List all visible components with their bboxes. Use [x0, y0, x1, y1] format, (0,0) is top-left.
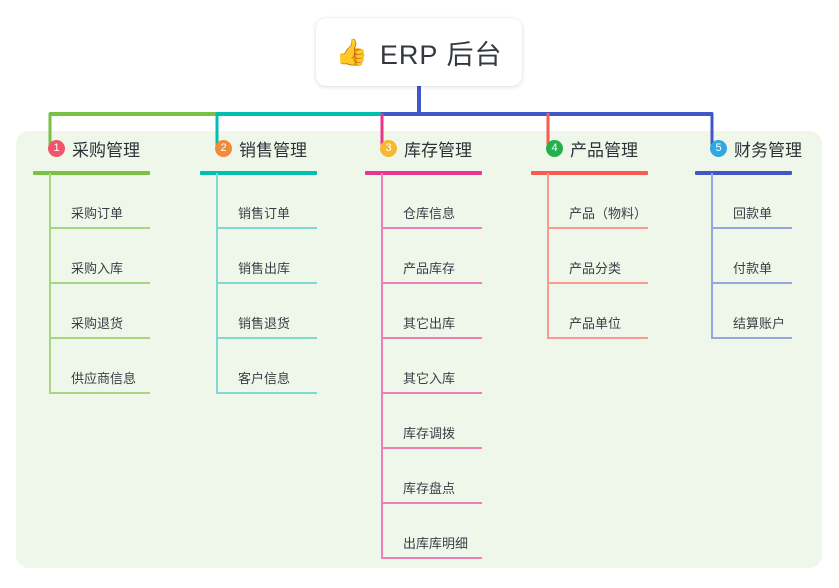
branch-spine-5: [711, 173, 713, 339]
branch-title-2: 销售管理: [239, 140, 307, 160]
thumbs-up-icon: 👍: [335, 37, 368, 67]
branch-leaf-line: [216, 337, 317, 339]
branch-leaf-line: [381, 227, 482, 229]
branch-leaf-line: [711, 282, 792, 284]
branch-leaf-label: 产品（物料）: [569, 206, 648, 221]
branches-background-panel: [16, 131, 822, 568]
branch-title-5: 财务管理: [734, 140, 802, 160]
branch-leaf-label: 库存盘点: [403, 481, 456, 496]
branch-leaf-label: 产品单位: [569, 316, 622, 331]
branch-header-3[interactable]: 3 库存管理: [362, 131, 512, 165]
branch-header-5[interactable]: 5 财务管理: [692, 131, 822, 165]
branch-leaf-line: [711, 227, 792, 229]
branch-leaf-label: 采购订单: [71, 206, 124, 221]
branch-column-5: 5 财务管理回款单付款单结算账户: [692, 131, 822, 339]
branch-column-2: 2 销售管理销售订单销售出库销售退货客户信息: [197, 131, 347, 394]
branch-leaf-line: [547, 282, 648, 284]
branch-leaf-label: 销售退货: [238, 316, 291, 331]
root-node-label: ERP 后台: [379, 39, 503, 70]
branch-leaf-label: 仓库信息: [403, 206, 456, 221]
branch-leaf-label: 回款单: [733, 206, 773, 221]
branch-leaf-label: 其它入库: [403, 371, 456, 386]
branch-underline-4: [531, 171, 648, 175]
branch-leaf-label: 产品分类: [569, 261, 622, 276]
branch-leaf-label: 销售出库: [238, 261, 291, 276]
branch-badge-1: 1: [48, 139, 65, 157]
branch-leaf-line: [49, 282, 150, 284]
branch-leaf-line: [216, 282, 317, 284]
branch-title-1: 采购管理: [72, 140, 140, 160]
branch-leaf-line: [381, 337, 482, 339]
branch-underline-1: [33, 171, 150, 175]
branch-column-1: 1 采购管理采购订单采购入库采购退货供应商信息: [30, 131, 180, 394]
branch-header-4[interactable]: 4 产品管理: [528, 131, 678, 165]
branch-underline-5: [695, 171, 792, 175]
branch-header-2[interactable]: 2 销售管理: [197, 131, 347, 165]
branch-leaf-label: 供应商信息: [71, 371, 137, 386]
branch-leaf-line: [381, 392, 482, 394]
branch-leaf-label: 结算账户: [733, 316, 786, 331]
branch-leaf-line: [49, 337, 150, 339]
branch-badge-2: 2: [215, 139, 232, 157]
branch-leaf-label: 客户信息: [238, 371, 291, 386]
branch-leaf-line: [547, 227, 648, 229]
branch-leaf-line: [381, 502, 482, 504]
branch-leaf-line: [381, 557, 482, 559]
branch-leaf-label: 出库库明细: [403, 536, 469, 551]
branch-header-1[interactable]: 1 采购管理: [30, 131, 180, 165]
branch-badge-5: 5: [710, 139, 727, 157]
branch-title-3: 库存管理: [404, 140, 472, 160]
branch-column-4: 4 产品管理产品（物料） 产品分类产品单位: [528, 131, 678, 339]
branch-leaf-label: 采购入库: [71, 261, 124, 276]
branch-leaf-line: [381, 447, 482, 449]
branch-leaf-line: [49, 227, 150, 229]
branch-leaf-label: 付款单: [733, 261, 773, 276]
branch-column-3: 3 库存管理仓库信息产品库存其它出库其它入库库存调拨库存盘点出库库明细: [362, 131, 512, 559]
branch-title-4: 产品管理: [570, 140, 638, 160]
branch-leaf-line: [381, 282, 482, 284]
branch-leaf-line: [711, 337, 792, 339]
branch-badge-3: 3: [380, 139, 397, 157]
branch-badge-4: 4: [546, 139, 563, 157]
branch-spine-3: [381, 173, 383, 559]
branch-underline-3: [365, 171, 482, 175]
root-node[interactable]: 👍 ERP 后台: [316, 18, 522, 86]
branch-leaf-line: [216, 392, 317, 394]
branch-leaf-line: [216, 227, 317, 229]
branch-leaf-line: [547, 337, 648, 339]
branch-leaf-label: 其它出库: [403, 316, 456, 331]
branch-underline-2: [200, 171, 317, 175]
branch-spine-4: [547, 173, 549, 339]
branch-leaf-label: 销售订单: [238, 206, 291, 221]
branch-leaf-label: 采购退货: [71, 316, 124, 331]
branch-leaf-label: 产品库存: [403, 261, 456, 276]
branch-leaf-label: 库存调拨: [403, 426, 456, 441]
branch-leaf-line: [49, 392, 150, 394]
